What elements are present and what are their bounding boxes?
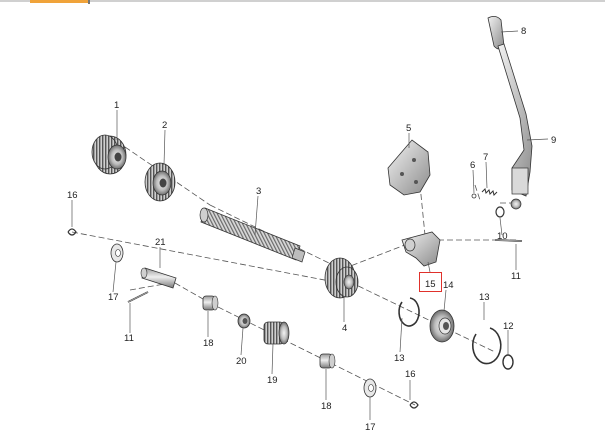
part-18-bushing-a bbox=[202, 295, 219, 311]
callout-11-right[interactable]: 11 bbox=[511, 271, 521, 282]
part-4-gear bbox=[324, 257, 359, 299]
callout-18-bottom[interactable]: 18 bbox=[321, 401, 332, 412]
callout-19[interactable]: 19 bbox=[267, 375, 278, 386]
callout-labels: 1 2 3 4 5 6 7 8 9 10 11 11 12 13 13 14 1… bbox=[67, 26, 556, 433]
part-16-clip-b bbox=[409, 401, 419, 409]
part-18-bushing-b bbox=[319, 353, 336, 369]
part-13-snap-ring-a bbox=[398, 297, 420, 327]
part-17-washer-a bbox=[110, 243, 124, 263]
part-3-spline-shaft bbox=[199, 207, 306, 263]
part-12-ring bbox=[502, 354, 514, 370]
callout-21[interactable]: 21 bbox=[155, 237, 166, 248]
callout-16-top[interactable]: 16 bbox=[67, 190, 78, 201]
part-1-gear-cluster bbox=[91, 134, 127, 175]
part-21-shaft bbox=[140, 267, 177, 289]
part-6-ball bbox=[471, 193, 477, 199]
callout-7[interactable]: 7 bbox=[483, 152, 488, 163]
part-11-pin-left bbox=[127, 291, 149, 303]
callout-9[interactable]: 9 bbox=[551, 135, 556, 146]
part-10-ring bbox=[495, 206, 505, 218]
callout-13-left[interactable]: 13 bbox=[394, 353, 405, 364]
tab-divider bbox=[88, 0, 90, 4]
assembly-axis-lines bbox=[71, 146, 518, 406]
callout-17-bottom[interactable]: 17 bbox=[365, 422, 376, 433]
part-20-bushing bbox=[237, 313, 251, 329]
callout-4[interactable]: 4 bbox=[342, 323, 347, 334]
callout-3[interactable]: 3 bbox=[256, 186, 261, 197]
part-17-washer-b bbox=[363, 378, 377, 398]
callout-8[interactable]: 8 bbox=[521, 26, 526, 37]
part-5-bracket-plate bbox=[387, 139, 431, 196]
callout-18-left[interactable]: 18 bbox=[203, 338, 214, 349]
callout-12[interactable]: 12 bbox=[503, 321, 514, 332]
part-2-gear bbox=[144, 162, 176, 202]
part-9-shift-lever bbox=[497, 43, 533, 210]
callout-2[interactable]: 2 bbox=[162, 120, 167, 131]
part-13-snap-ring-b bbox=[471, 327, 502, 365]
callout-6[interactable]: 6 bbox=[470, 160, 475, 171]
part-16-clip-a bbox=[67, 228, 77, 236]
part-14-bearing bbox=[429, 309, 455, 343]
callout-16-bottom[interactable]: 16 bbox=[405, 369, 416, 380]
leader-lines bbox=[71, 30, 549, 420]
callout-10[interactable]: 10 bbox=[497, 231, 508, 242]
callout-20[interactable]: 20 bbox=[236, 356, 247, 367]
callout-17-left[interactable]: 17 bbox=[108, 292, 119, 303]
part-15-shift-fork bbox=[401, 231, 441, 267]
part-19-gear bbox=[263, 321, 290, 345]
part-8-knob bbox=[487, 16, 505, 50]
callout-15[interactable]: 15 bbox=[425, 279, 436, 290]
active-tab-indicator[interactable] bbox=[30, 0, 88, 3]
part-11-pin-right bbox=[494, 239, 523, 242]
top-border bbox=[0, 0, 605, 2]
callout-14[interactable]: 14 bbox=[443, 280, 454, 291]
part-7-spring bbox=[481, 188, 498, 196]
callout-5[interactable]: 5 bbox=[406, 123, 411, 134]
callout-1[interactable]: 1 bbox=[114, 100, 119, 111]
callout-13-right[interactable]: 13 bbox=[479, 292, 490, 303]
callout-11-left[interactable]: 11 bbox=[124, 333, 134, 344]
selected-part-highlight bbox=[419, 272, 442, 292]
